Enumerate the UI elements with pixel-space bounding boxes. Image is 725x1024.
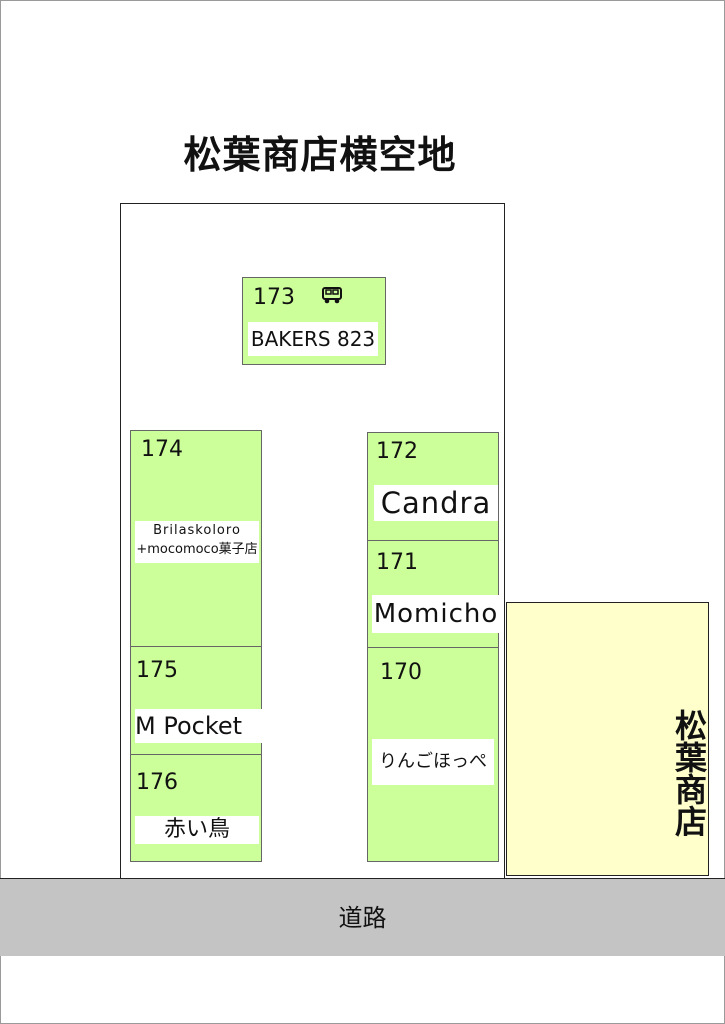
stall-name: りんごほっぺ	[372, 739, 494, 785]
stall-173[interactable]: 173 BAKERS 823	[242, 277, 386, 365]
stall-name: M Pocket	[135, 709, 262, 743]
stall-number: 171	[376, 550, 418, 575]
stall-number: 174	[141, 437, 183, 462]
matsuba-shop-building: 松葉商店	[506, 602, 709, 876]
stall-name-line2: +mocomoco菓子店	[136, 542, 258, 557]
stall-number: 170	[380, 660, 422, 685]
stall-number: 175	[136, 658, 178, 683]
stall-name: Candra	[374, 485, 498, 521]
stall-number: 176	[136, 770, 178, 795]
stall-172[interactable]: 172 Candra	[367, 432, 499, 541]
road: 道路	[0, 878, 725, 956]
stall-170[interactable]: 170 りんごほっぺ	[367, 647, 499, 862]
stall-name: 赤い鳥	[135, 816, 259, 844]
stall-171[interactable]: 171 Momicho	[367, 540, 500, 648]
stall-number: 172	[376, 439, 418, 464]
road-label: 道路	[338, 904, 387, 932]
stall-176[interactable]: 176 赤い鳥	[130, 754, 262, 862]
stall-name: BAKERS 823	[248, 322, 378, 356]
stall-number: 173	[253, 285, 295, 310]
food-truck-icon	[322, 287, 342, 304]
shop-name: 松葉商店	[670, 709, 708, 837]
stall-174[interactable]: 174 Brilaskoloro +mocomoco菓子店	[130, 430, 262, 647]
stall-name-line1: Brilaskoloro	[153, 523, 241, 538]
stall-name-box: Brilaskoloro +mocomoco菓子店	[135, 521, 259, 563]
stall-175[interactable]: 175 M Pocket	[130, 646, 262, 755]
page-title: 松葉商店横空地	[183, 133, 457, 177]
stall-name: Momicho	[372, 595, 500, 633]
